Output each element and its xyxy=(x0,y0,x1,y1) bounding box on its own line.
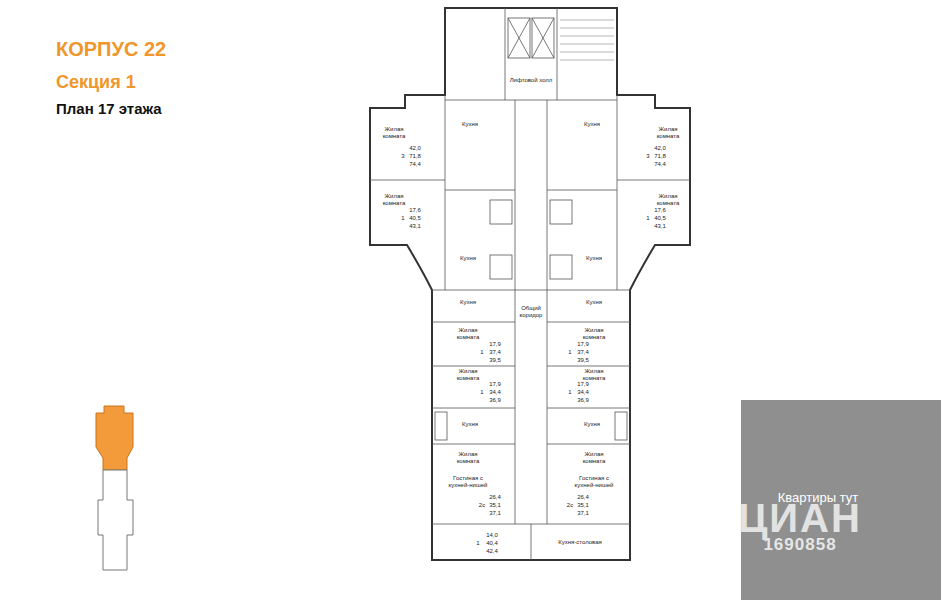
section-label: Секция 1 xyxy=(56,72,136,93)
area-number: 43,1 xyxy=(408,223,422,229)
area-number: 40,4 xyxy=(485,540,499,546)
room-label: Кухня xyxy=(576,299,612,306)
area-number: 17,9 xyxy=(576,381,590,387)
area-number: 3 xyxy=(400,153,405,159)
area-number: 26,4 xyxy=(576,494,590,500)
area-number: 42,4 xyxy=(485,548,499,554)
area-number: 3 xyxy=(645,153,650,159)
room-label: Жилая комната xyxy=(450,327,486,340)
area-number: 17,9 xyxy=(488,341,502,347)
key-plan-section xyxy=(96,406,133,470)
stair-treads xyxy=(560,20,614,60)
room-label: Кухня xyxy=(576,255,612,262)
room-label: Кухня xyxy=(450,299,486,306)
room-label: Кухня xyxy=(574,121,610,128)
area-number: 1 xyxy=(567,349,572,355)
area-number: 36,9 xyxy=(576,397,590,403)
area-number: 42,0 xyxy=(653,145,667,151)
room-label: Кухня xyxy=(452,421,488,428)
area-number: 39,5 xyxy=(576,357,590,363)
room-label: Жилая комната xyxy=(376,126,412,139)
area-number: 43,1 xyxy=(653,223,667,229)
walls xyxy=(370,8,690,560)
room-label: Кухня xyxy=(452,121,488,128)
floor-label: План 17 этажа xyxy=(56,100,162,117)
room-label: Гостиная с кухней-нишей xyxy=(573,475,615,488)
area-number: 17,6 xyxy=(653,207,667,213)
area-number: 34,4 xyxy=(576,389,590,395)
room-label: Кухня-столовая xyxy=(557,539,603,546)
area-number: 1 xyxy=(479,389,484,395)
area-number: 1 xyxy=(479,349,484,355)
room-label: Жилая комната xyxy=(450,368,486,381)
area-number: 17,6 xyxy=(408,207,422,213)
room-label: Гостиная с кухней-нишей xyxy=(447,475,489,488)
area-number: 71,8 xyxy=(653,153,667,159)
area-number: 37,4 xyxy=(488,349,502,355)
area-number: 34,4 xyxy=(488,389,502,395)
area-number: 2с xyxy=(566,502,574,508)
area-number: 2с xyxy=(478,502,486,508)
building-outline xyxy=(370,8,690,560)
area-number: 74,4 xyxy=(653,161,667,167)
room-label: Жилая комната xyxy=(376,193,412,206)
room-label: Жилая комната xyxy=(576,327,612,340)
area-number: 1 xyxy=(567,389,572,395)
room-label: Жилая комната xyxy=(650,126,686,139)
title-text: КОРПУС 22 xyxy=(56,38,166,61)
room-label: Жилая комната xyxy=(450,451,486,464)
key-plan-building xyxy=(98,470,133,570)
area-number: 17,9 xyxy=(576,341,590,347)
area-number: 35,1 xyxy=(488,502,502,508)
area-number: 17,9 xyxy=(488,381,502,387)
area-number: 40,5 xyxy=(408,215,422,221)
room-label: Кухня xyxy=(450,255,486,262)
area-number: 14,0 xyxy=(485,532,499,538)
area-number: 1 xyxy=(645,215,650,221)
area-number: 42,0 xyxy=(408,145,422,151)
area-number: 37,1 xyxy=(576,510,590,516)
area-number: 74,4 xyxy=(408,161,422,167)
room-label: Жилая комната xyxy=(576,368,612,381)
area-number: 35,1 xyxy=(576,502,590,508)
watermark-logo: ЦИАН xyxy=(738,496,862,541)
room-label: Кухня xyxy=(574,421,610,428)
room-label: Лифтовой холл xyxy=(508,77,554,84)
area-number: 1 xyxy=(400,215,405,221)
area-number: 37,4 xyxy=(576,349,590,355)
area-number: 26,4 xyxy=(488,494,502,500)
area-number: 39,5 xyxy=(488,357,502,363)
area-number: 40,5 xyxy=(653,215,667,221)
watermark-id: 1690858 xyxy=(763,535,836,555)
area-number: 1 xyxy=(475,540,480,546)
area-number: 37,1 xyxy=(488,510,502,516)
room-label: Общий коридор xyxy=(516,305,546,318)
area-number: 71,8 xyxy=(408,153,422,159)
room-label: Жилая комната xyxy=(576,451,612,464)
room-label: Жилая комната xyxy=(650,193,686,206)
area-number: 36,9 xyxy=(488,397,502,403)
